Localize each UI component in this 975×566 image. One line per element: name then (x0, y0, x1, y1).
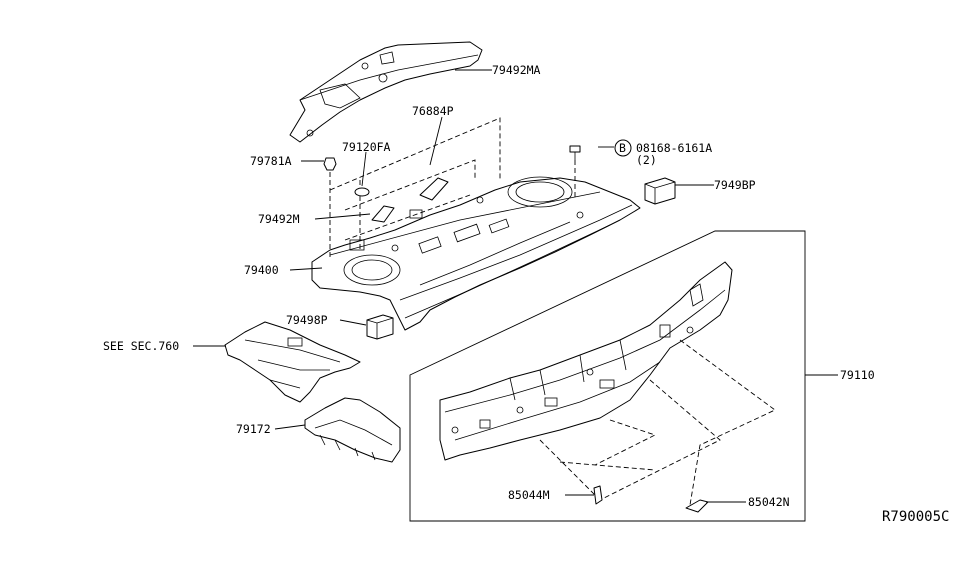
label-08168-6161A: 08168-6161A (636, 141, 712, 155)
label-79492M: 79492M (258, 212, 300, 226)
label-85044M: 85044M (508, 488, 550, 502)
block-7949BP (644, 177, 676, 205)
label-79781A: 79781A (250, 154, 292, 168)
leader-lines (193, 69, 838, 503)
rear-floor-panel-79400 (311, 176, 641, 331)
clip-79781A (323, 157, 337, 171)
block-79498P (366, 314, 394, 340)
bolt-symbol-circle (614, 139, 632, 157)
bracket-85042N (685, 499, 709, 513)
dashed-guides-lower (539, 339, 776, 506)
label-7949BP: 7949BP (714, 178, 756, 192)
bolt-symbol: B (619, 141, 626, 155)
label-see-sec-760: SEE SEC.760 (103, 339, 179, 353)
label-76884P: 76884P (412, 104, 454, 118)
side-member-see-sec-760 (224, 321, 361, 403)
bracket-85044M (593, 485, 603, 505)
label-79492MA: 79492MA (492, 63, 541, 77)
label-79400: 79400 (244, 263, 279, 277)
plug-79120FA (354, 187, 370, 197)
pad-76884P (419, 177, 449, 201)
reference-code: R790005C (882, 509, 949, 525)
label-79120FA: 79120FA (342, 140, 391, 154)
label-79172: 79172 (236, 422, 271, 436)
panel-79110-box (409, 230, 806, 522)
callouts: 79492MA 76884P 79120FA 79781A B 08168-61… (103, 63, 949, 525)
member-79172 (304, 397, 401, 463)
bolt-08168-6161A (569, 145, 581, 160)
label-85042N: 85042N (748, 495, 790, 509)
rear-panel-79110 (439, 261, 733, 461)
pad-79492M (371, 205, 395, 223)
label-08168-qty: (2) (636, 153, 657, 167)
insulator-79492MA (289, 41, 483, 143)
label-79498P: 79498P (286, 313, 328, 327)
label-79110: 79110 (840, 368, 875, 382)
